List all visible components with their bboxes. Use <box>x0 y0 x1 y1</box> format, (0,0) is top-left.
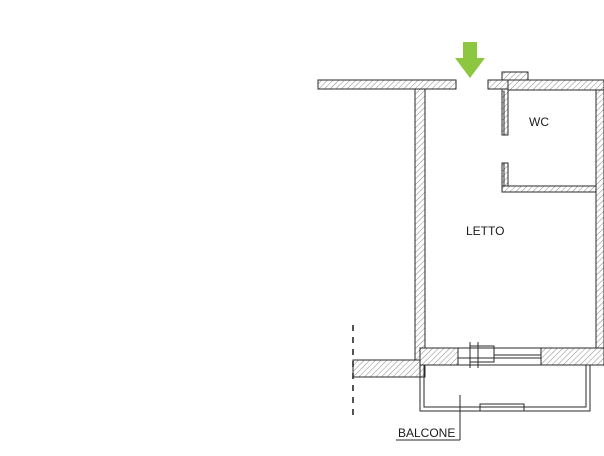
room-label-balcone: BALCONE <box>398 426 455 440</box>
openings <box>457 91 542 368</box>
wall-wc-top-long <box>507 79 604 91</box>
room-label-letto: LETTO <box>466 224 504 238</box>
wall-wc-partition-upper <box>501 88 509 136</box>
wall-top-right <box>487 79 509 90</box>
wall-right <box>595 89 604 349</box>
walls <box>317 71 604 378</box>
wall-wc-top <box>501 71 529 81</box>
window-sliding <box>457 347 542 359</box>
down-arrow-icon <box>455 42 485 78</box>
wall-bottom-right <box>540 347 604 366</box>
balcony <box>419 364 591 412</box>
wall-bottom-left <box>352 359 426 378</box>
room-label-wc: WC <box>529 115 549 129</box>
wall-left <box>414 88 426 365</box>
wall-top-left <box>317 79 457 90</box>
wall-bottom-mid-left <box>419 347 459 366</box>
wall-wc-bottom <box>501 185 597 193</box>
balcony-railing-window <box>479 403 525 412</box>
